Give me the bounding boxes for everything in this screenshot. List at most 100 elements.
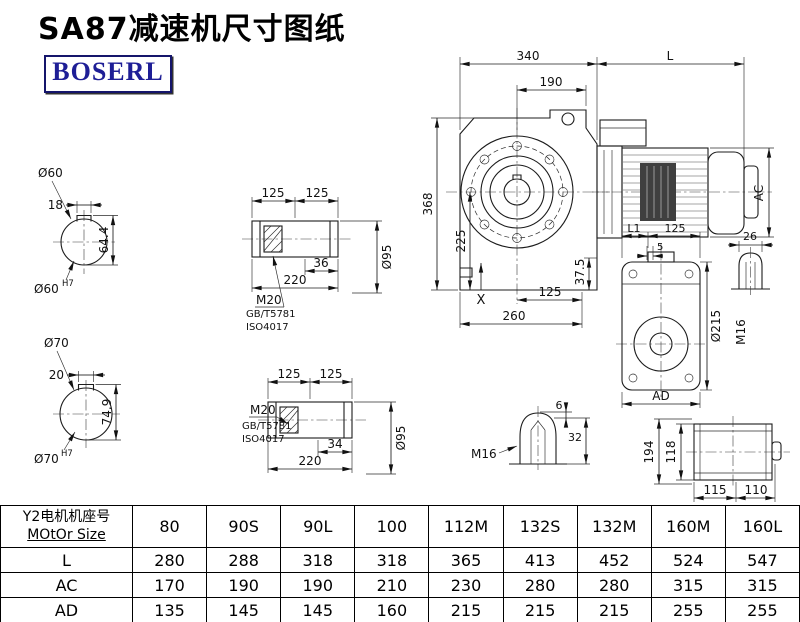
- dim-motor-length-l: L: [667, 49, 674, 63]
- dim-36: 36: [313, 256, 328, 270]
- dim-125-side: 125: [665, 222, 686, 235]
- dim-ad: AD: [652, 389, 669, 403]
- bore-60-keyway: [76, 214, 92, 222]
- dim-6: 6: [556, 399, 563, 412]
- boss-dome: [519, 412, 557, 464]
- output-flange-circle: [460, 135, 574, 249]
- dim-118: 118: [664, 441, 678, 464]
- bolt-hole: [544, 219, 555, 230]
- technical-drawing: 18 64.4 Ø60 Ø60 H7 20 74.9: [34, 49, 790, 502]
- frame-col-header: 90S: [206, 505, 282, 548]
- mark-x: X: [477, 293, 486, 308]
- cell: 210: [354, 572, 430, 598]
- cell: 145: [206, 597, 282, 622]
- dim-keyway-width-60: 18: [48, 198, 63, 212]
- tap-m16-detail: M16: [471, 447, 497, 461]
- output-hub-circle: [633, 316, 689, 372]
- bolt-hole: [544, 154, 555, 165]
- cell: 145: [280, 597, 356, 622]
- cell: 280: [576, 572, 652, 598]
- terminal-box: [599, 119, 647, 147]
- shaft-body: [251, 220, 339, 258]
- dim-368: 368: [421, 193, 435, 216]
- std-iso-upper: ISO4017: [246, 322, 289, 333]
- label-dia-60-fit-sup: H7: [62, 279, 74, 289]
- dim-125-left: 125: [278, 367, 301, 381]
- dim-260: 260: [503, 309, 526, 323]
- dim-d95-upper: Ø95: [380, 245, 394, 270]
- cell: 160: [354, 597, 430, 622]
- bolt-hole: [628, 269, 638, 279]
- dim-125-right: 125: [320, 367, 343, 381]
- dimension-table: Y2电机机座号 MOtOr Size 80 90S 90L 100 112M 1…: [0, 505, 800, 622]
- cell: 135: [131, 597, 208, 622]
- dim-37-5: 37.5: [573, 259, 587, 286]
- bore-60-circle: [60, 218, 108, 266]
- label-dia-70-fit: Ø70: [34, 452, 59, 466]
- cell: 190: [206, 572, 282, 598]
- motor-size-header: Y2电机机座号 MOtOr Size: [0, 505, 133, 548]
- bolt-hole: [479, 154, 490, 165]
- motor-size-header-line1: Y2电机机座号: [22, 509, 111, 525]
- bolt-hole: [512, 141, 522, 151]
- cell: 255: [650, 597, 726, 622]
- motor-end-bell: [707, 151, 745, 235]
- shaft-bore-70-view: 20 74.9 Ø70 Ø70 H7: [34, 336, 121, 466]
- shaft-body: [267, 401, 353, 439]
- cell: 318: [280, 547, 356, 573]
- end-view: 194 118 115 110: [642, 416, 790, 502]
- cell: 413: [502, 547, 578, 573]
- bolt-hole: [512, 233, 522, 243]
- label-dia-60-fit: Ø60: [34, 282, 59, 296]
- cell: 318: [354, 547, 430, 573]
- table-row-ad: AD 135 145 145 160 215 215 215 255 255: [0, 597, 800, 622]
- cell: 280: [502, 572, 578, 598]
- cell: 288: [206, 547, 282, 573]
- cell: 365: [428, 547, 504, 573]
- dim-110: 110: [745, 483, 768, 497]
- motor-size-header-line2: MOtOr Size: [27, 526, 106, 543]
- bore-70-keyway: [77, 383, 95, 391]
- bolt-hole: [479, 219, 490, 230]
- dim-26: 26: [743, 230, 757, 243]
- page-title: SA87减速机尺寸图纸: [38, 12, 346, 47]
- cell: 190: [280, 572, 356, 598]
- bolt-hole: [558, 187, 568, 197]
- side-view: L1 125 5 Ø215 M16 26 AD: [616, 222, 773, 408]
- tap-m16-side: M16: [734, 319, 748, 345]
- row-label: AC: [0, 572, 133, 598]
- fan-cover: [743, 165, 759, 219]
- frame-col-header: 90L: [280, 505, 356, 548]
- cell: 280: [131, 547, 208, 573]
- label-dia-70-fit-sup: H7: [61, 449, 73, 459]
- retaining-bolt: [263, 225, 283, 253]
- dim-194: 194: [642, 441, 656, 464]
- cell: 215: [502, 597, 578, 622]
- cell: 547: [724, 547, 800, 573]
- dim-125-right: 125: [306, 186, 329, 200]
- dim-220-upper: 220: [284, 273, 307, 287]
- output-bore-circle: [503, 178, 531, 206]
- bolt-hole: [684, 269, 694, 279]
- frame-col-header: 160M: [650, 505, 726, 548]
- bolt-callout-lower: M20: [250, 403, 276, 417]
- dim-340: 340: [517, 49, 540, 63]
- dim-d95-lower: Ø95: [394, 426, 408, 451]
- plug-boss-detail-view: 6 32 M16: [471, 399, 590, 470]
- dim-32: 32: [568, 431, 582, 444]
- dim-190: 190: [540, 75, 563, 89]
- shaft-bore-60-view: 18 64.4 Ø60 Ø60 H7: [34, 166, 118, 296]
- frame-col-header: 112M: [428, 505, 504, 548]
- bore-keyway: [512, 174, 522, 180]
- table-row-l: L 280 288 318 318 365 413 452 524 547: [0, 547, 800, 573]
- cell: 315: [724, 572, 800, 598]
- label-dia-70: Ø70: [44, 336, 69, 350]
- bore-70-circle: [59, 387, 113, 441]
- cell: 215: [428, 597, 504, 622]
- shaft-stub: [771, 441, 782, 461]
- dim-115: 115: [704, 483, 727, 497]
- frame-col-header: 160L: [724, 505, 800, 548]
- std-iso-lower: ISO4017: [242, 434, 285, 445]
- dim-125-bottom: 125: [539, 285, 562, 299]
